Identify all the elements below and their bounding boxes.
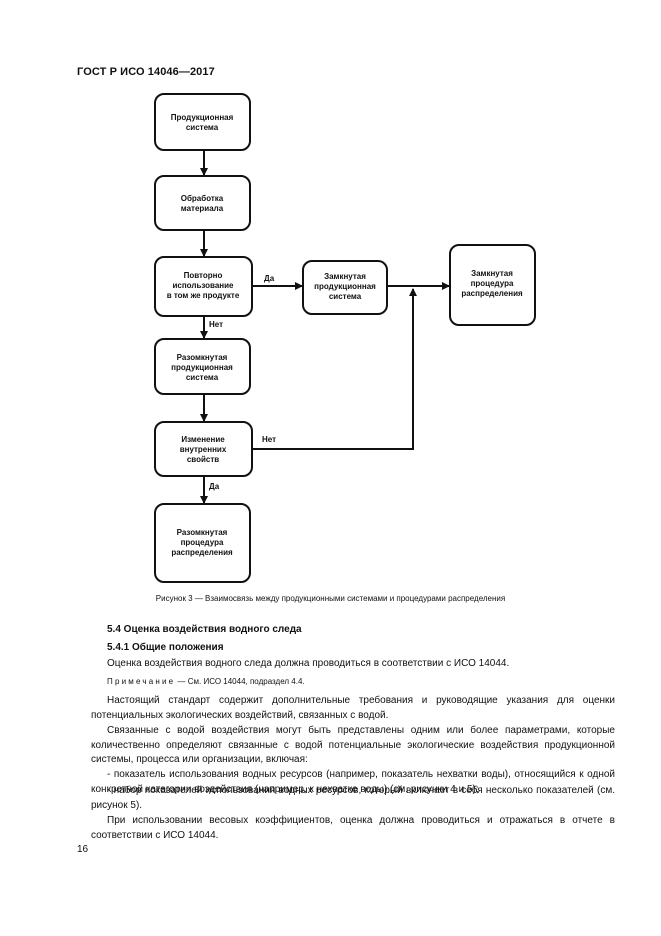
edge-label-reuse-no: Нет (209, 320, 223, 329)
note: Примечание — См. ИСО 14044, подраздел 4.… (107, 677, 305, 686)
section-title-5-4-1: 5.4.1 Общие положения (107, 642, 224, 653)
paragraph-additional-requirements: Настоящий стандарт содержит дополнительн… (91, 695, 615, 721)
flow-edges (200, 150, 450, 504)
edge-label-change-no: Нет (262, 435, 276, 444)
list-item-water-indicator: - показатель использования водных ресурс… (91, 769, 615, 795)
paragraph-water-impacts: Связанные с водой воздействия могут быть… (91, 725, 615, 766)
edge-label-reuse-yes: Да (264, 274, 275, 283)
edge-change-to-closed-procedure (252, 288, 417, 450)
list-item-indicator-set: - набор показателей использования водных… (91, 785, 615, 811)
paragraph-assessment: Оценка воздействия водного следа должна … (107, 658, 510, 669)
section-title-5-4: 5.4 Оценка воздействия водного следа (107, 624, 302, 635)
document-header: ГОСТ Р ИСО 14046—2017 (77, 66, 215, 78)
note-text: — См. ИСО 14044, подраздел 4.4. (175, 677, 305, 686)
figure-caption: Рисунок 3 — Взаимосвязь между продукцион… (155, 594, 506, 603)
edge-label-change-yes: Да (209, 482, 220, 491)
note-label: Примечание (107, 677, 176, 686)
paragraph-weighting: При использовании весовых коэффициентов,… (91, 815, 615, 841)
page-number: 16 (77, 844, 89, 855)
